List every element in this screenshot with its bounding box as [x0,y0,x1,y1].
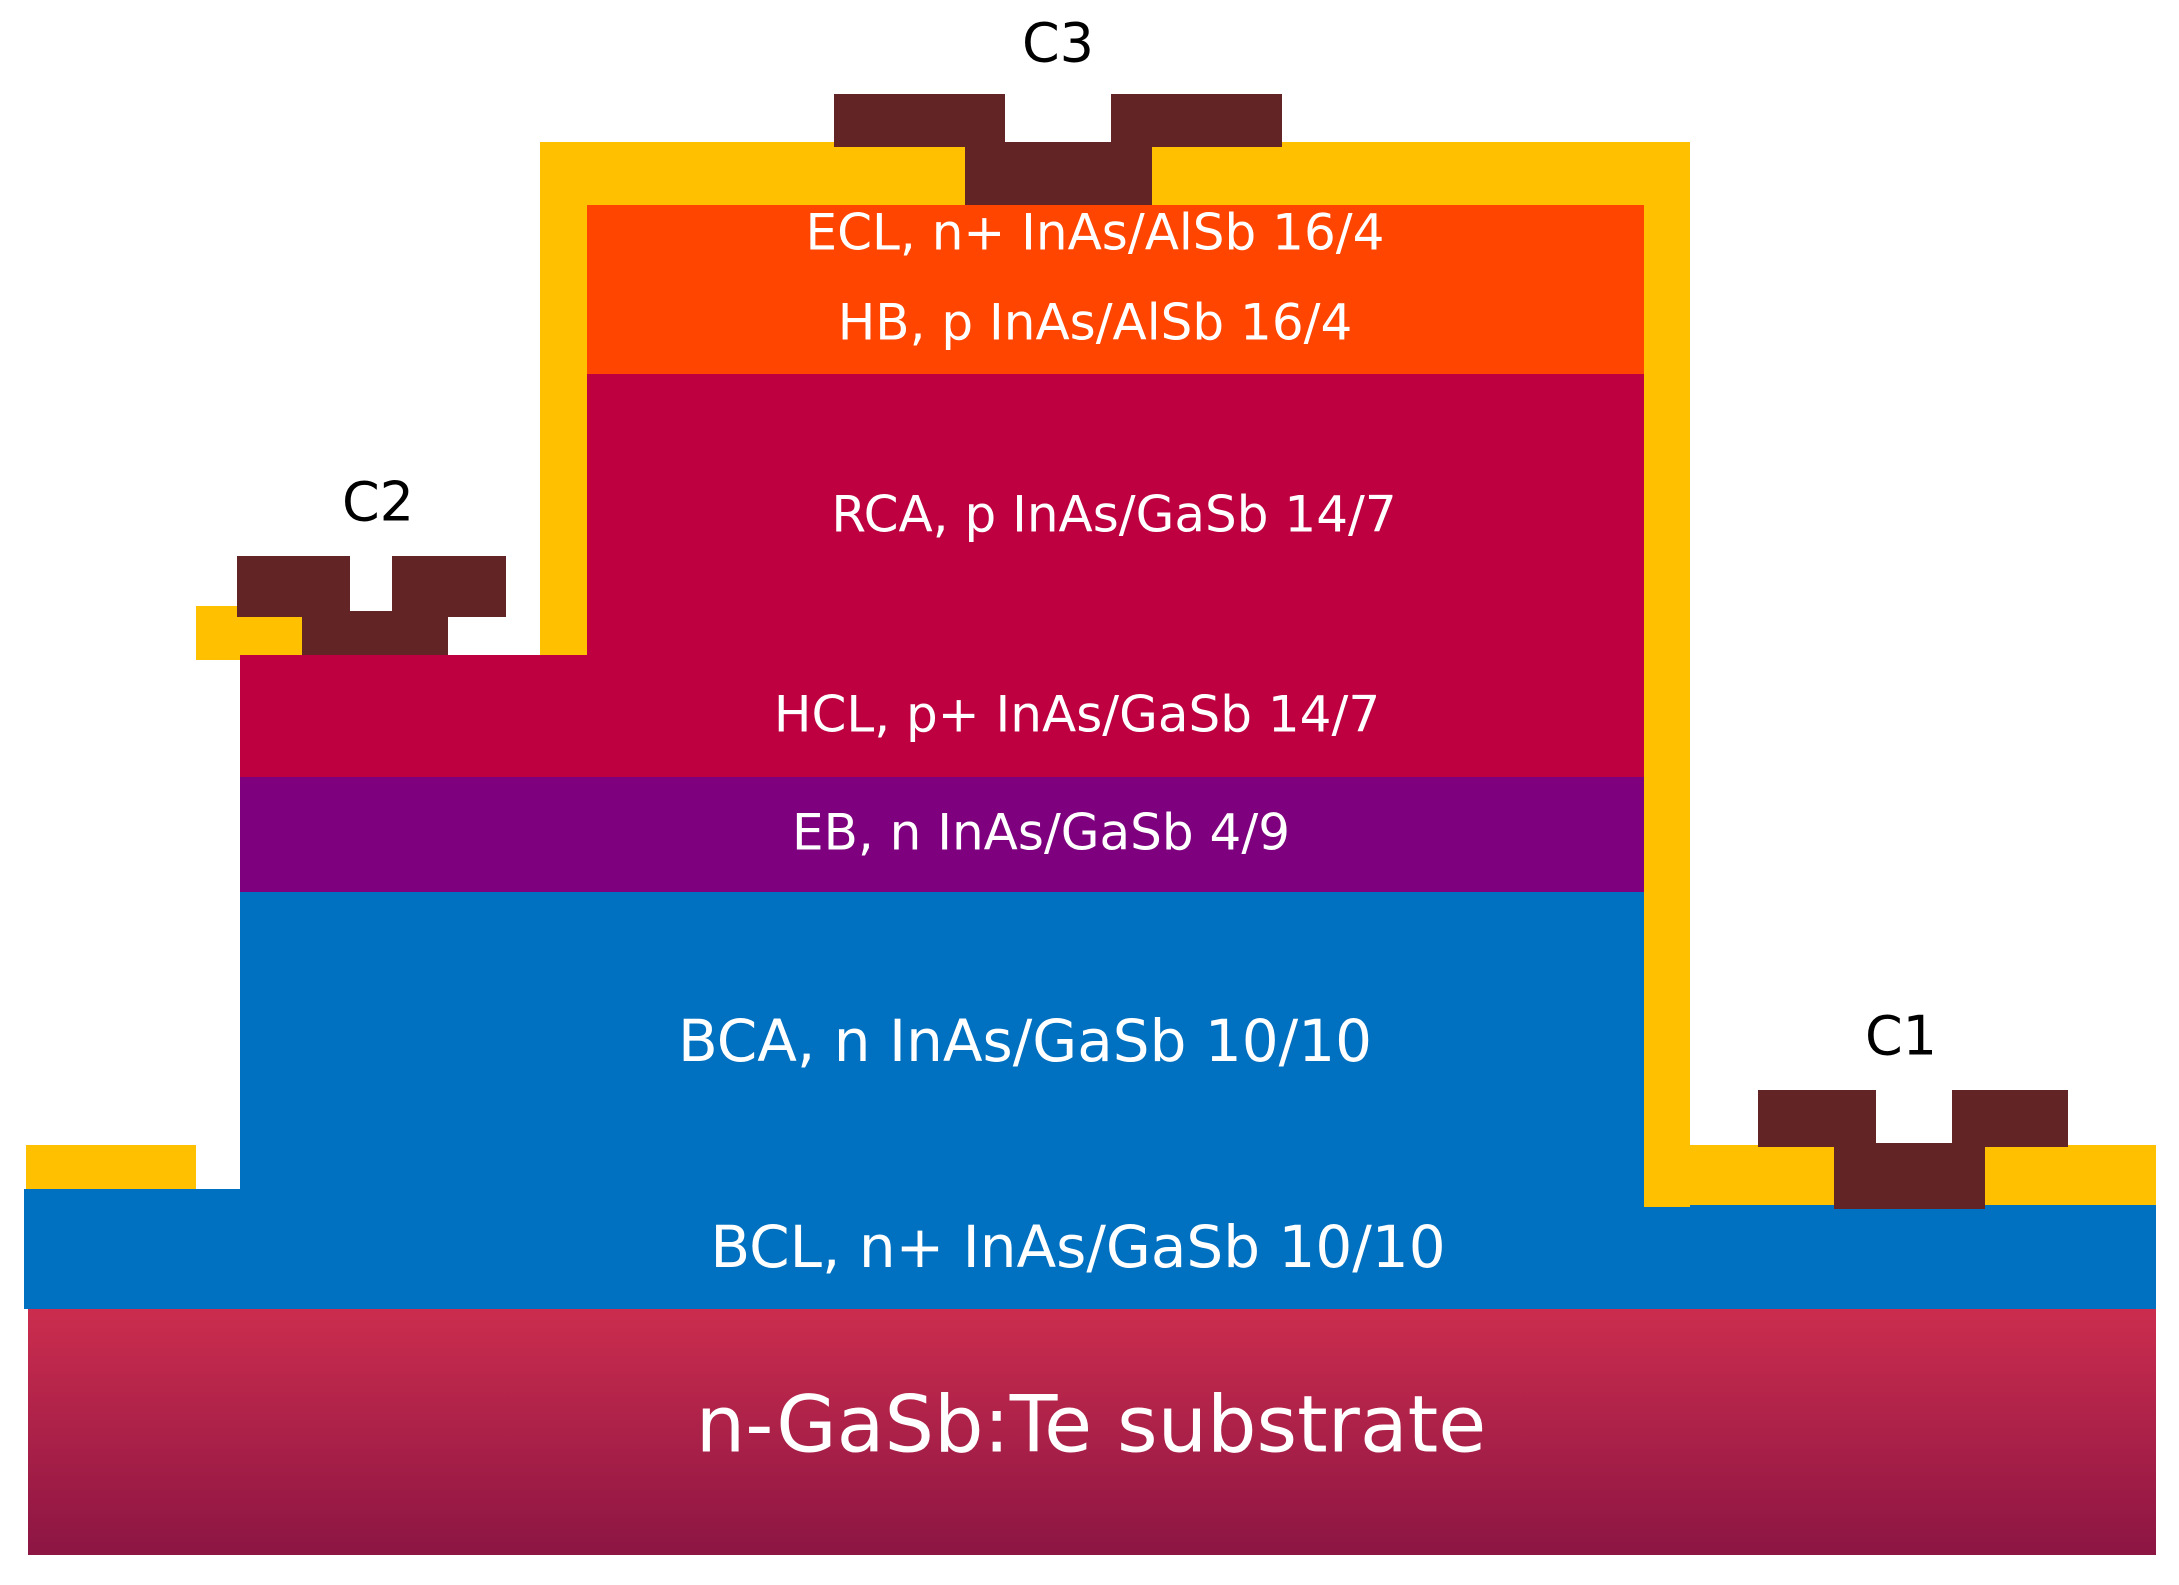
eb-label: EB, n InAs/GaSb 4/9 [792,804,1290,862]
ecl-label: ECL, n+ InAs/AlSb 16/4 [806,204,1385,262]
hcl-layer [240,655,1644,777]
contact-c2 [237,556,506,655]
substrate-layer [28,1307,2156,1555]
rca-layer [587,372,1644,657]
bca-layer [240,890,1644,1190]
rca-label: RCA, p InAs/GaSb 14/7 [831,486,1396,544]
bca-label: BCA, n InAs/GaSb 10/10 [678,1007,1372,1075]
bcl-label: BCL, n+ InAs/GaSb 10/10 [710,1213,1445,1281]
contact-c3-label: C3 [1022,12,1094,75]
eb-layer [240,775,1644,892]
hcl-label: HCL, p+ InAs/GaSb 14/7 [774,686,1380,744]
passivation-layer-left [26,606,240,1189]
bca-layer-bottom [196,1189,1644,1193]
bcl-layer [24,1189,2156,1309]
contact-c1 [1758,1090,2068,1209]
contact-c3 [834,94,1282,205]
hb-label: HB, p InAs/AlSb 16/4 [838,294,1353,352]
substrate-label: n-GaSb:Te substrate [696,1380,1486,1470]
contact-c1-label: C1 [1865,1005,1937,1068]
contact-c2-label: C2 [342,471,414,534]
hb-ecl-layer [587,205,1644,374]
passivation-layer-mid [196,142,1690,1207]
